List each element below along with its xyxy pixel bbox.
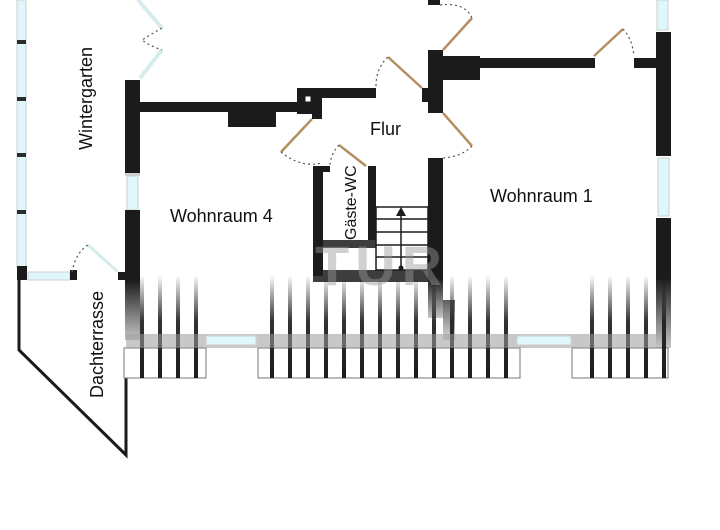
hatching-stripe: [378, 275, 382, 378]
dachterrasse-outline: [17, 280, 128, 459]
hatching-stripe: [626, 275, 630, 378]
hatching-stripe: [176, 275, 180, 378]
hatching-stripe: [608, 275, 612, 378]
dachterrasse-door: [71, 243, 120, 274]
hatching-stripe: [662, 275, 666, 378]
hatching-frame: [571, 347, 669, 379]
room-label-gaeste-wc: Gäste-WC: [343, 165, 360, 240]
hatching-stripe: [504, 275, 508, 378]
hatching-stripe: [396, 275, 400, 378]
right-exterior-wall: [656, 0, 671, 348]
hatching-stripe: [468, 275, 472, 378]
wall: [70, 270, 77, 280]
room-label-dachterrasse: Dachterrasse: [87, 291, 107, 398]
hatching-stripe: [360, 275, 364, 378]
hatching-stripe: [644, 275, 648, 378]
door-top-right: [593, 28, 656, 68]
room-label-wintergarten: Wintergarten: [76, 47, 96, 150]
door-wohnraum-1: [439, 112, 473, 159]
hatching-stripe: [590, 275, 594, 378]
wohnraum-4-walls: [125, 80, 376, 340]
hatching-stripe: [414, 275, 418, 378]
hatching-stripe: [306, 275, 310, 378]
wintergarten-double-door: [136, 0, 164, 80]
hatching-stripe: [432, 275, 436, 378]
hatching-stripe: [194, 275, 198, 378]
door-flur-upper: [439, 3, 473, 51]
arrow-up-icon: [396, 207, 406, 216]
hatching-stripe: [270, 275, 274, 378]
wall: [118, 272, 126, 280]
room-label-wohnraum-1: Wohnraum 1: [490, 186, 593, 206]
door-wohnraum-4: [280, 118, 323, 165]
window: [205, 335, 257, 346]
hatching-stripe: [324, 275, 328, 378]
room-label-flur: Flur: [370, 119, 401, 139]
hatching-stripe: [140, 275, 144, 378]
window: [516, 335, 572, 346]
door-flur-top: [375, 56, 423, 89]
hatching-stripe: [486, 275, 490, 378]
window: [27, 271, 71, 281]
hatching-frame: [123, 347, 207, 379]
room-label-wohnraum-4: Wohnraum 4: [170, 206, 273, 226]
hatching-stripe: [450, 275, 454, 378]
hatching-frame: [257, 347, 521, 379]
watermark: TUR: [315, 234, 448, 297]
hatching-stripe: [342, 275, 346, 378]
staircase: [375, 206, 429, 271]
wintergarten-glazing: [16, 0, 27, 280]
hatching-stripe: [288, 275, 292, 378]
hatching-stripe: [158, 275, 162, 378]
